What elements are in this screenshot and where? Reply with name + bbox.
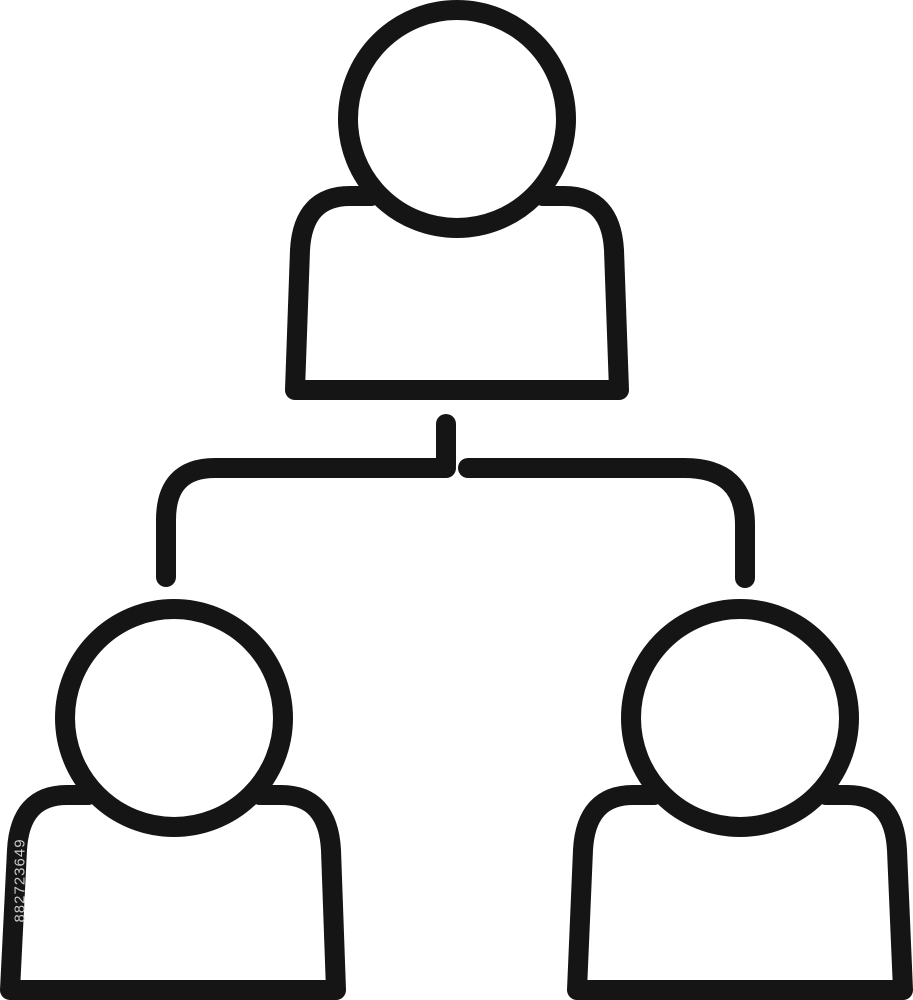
- connector-branch-left: [156, 458, 456, 587]
- left-person-head: [55, 599, 293, 837]
- top-person-icon: [285, 0, 629, 400]
- right-person-head: [621, 599, 859, 837]
- right-person-icon: [567, 599, 913, 1000]
- right-person-body: [567, 785, 913, 1000]
- connector-lines: [156, 414, 755, 588]
- top-person-head: [338, 0, 576, 238]
- watermark-id-text: 882723649: [11, 837, 29, 923]
- left-person-icon: [0, 599, 346, 1000]
- top-person-body: [285, 186, 629, 400]
- watermark: 882723649: [8, 760, 32, 1000]
- connector-branch-right: [458, 458, 755, 588]
- left-person-body: [0, 785, 346, 1000]
